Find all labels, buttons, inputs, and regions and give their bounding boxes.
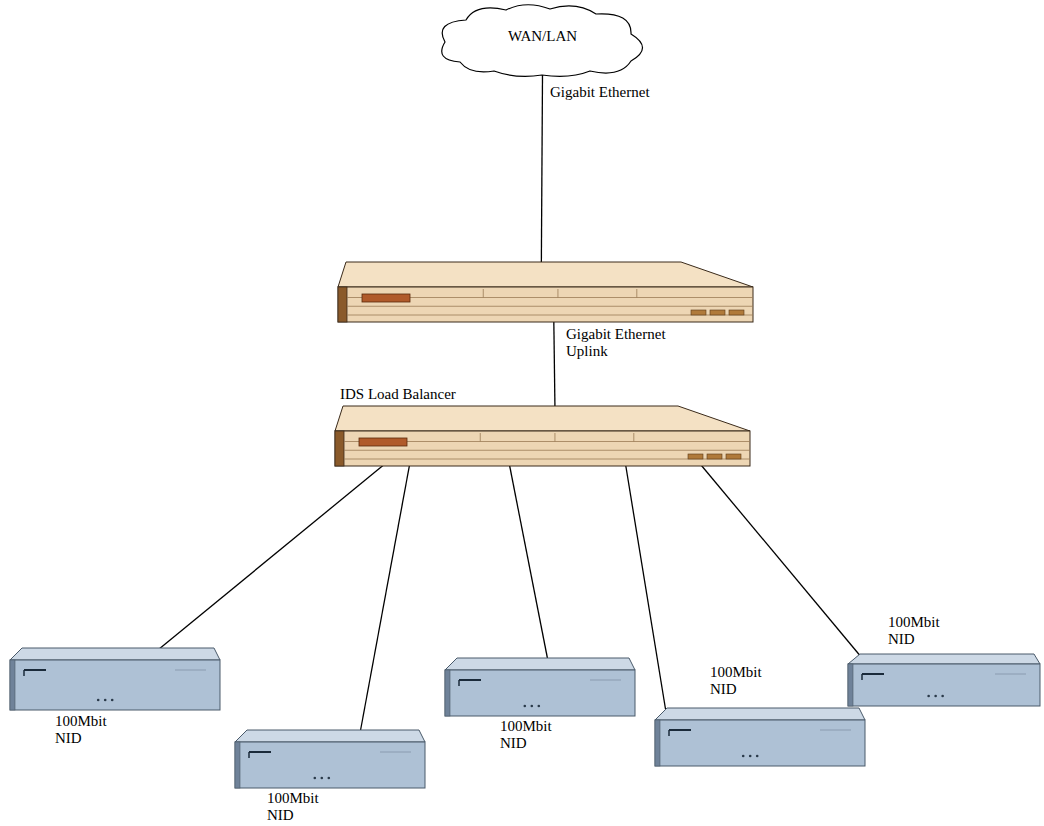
link-label: Gigabit Ethernet [549, 84, 651, 101]
nid-shape [848, 654, 1040, 706]
cloud-shape: WAN/LAN [430, 2, 657, 78]
device-label: 100Mbit NID [500, 718, 552, 751]
switch-body [335, 406, 750, 466]
network-link [360, 464, 409, 731]
nid-sensor: 100Mbit NID [10, 648, 222, 748]
switch-body [338, 262, 753, 322]
load-balancer: IDS Load Balancer [330, 386, 756, 468]
switch-shape [335, 406, 750, 466]
sensor-body [655, 708, 865, 766]
nid-shape [655, 708, 865, 766]
network-link [700, 464, 859, 655]
nid-sensor: 100Mbit NID [848, 612, 1042, 708]
nid-shape [10, 648, 220, 710]
nid-shape [445, 658, 635, 716]
network-switch [338, 262, 754, 324]
device-label: 100Mbit NID [710, 664, 762, 697]
switch-shape [338, 262, 753, 322]
network-link [541, 75, 542, 264]
device-label: 100Mbit NID [267, 790, 319, 823]
sensor-body [445, 658, 635, 716]
link-label: Gigabit Ethernet Uplink [565, 326, 685, 361]
nid-sensor: 100Mbit NID [445, 658, 637, 753]
device-label: 100Mbit NID [55, 713, 107, 746]
sensor-body [10, 648, 220, 710]
nid-shape [235, 730, 425, 788]
sensor-body [848, 654, 1040, 706]
device-label: IDS Load Balancer [340, 386, 456, 403]
sensor-body [235, 730, 425, 788]
network-link [159, 464, 385, 649]
device-label: 100Mbit NID [888, 614, 940, 647]
network-label: WAN/LAN [430, 28, 655, 45]
nid-sensor: 100Mbit NID [235, 730, 427, 825]
network-link [554, 320, 555, 407]
nid-sensor: 100Mbit NID [655, 660, 867, 768]
network-link [509, 464, 547, 659]
